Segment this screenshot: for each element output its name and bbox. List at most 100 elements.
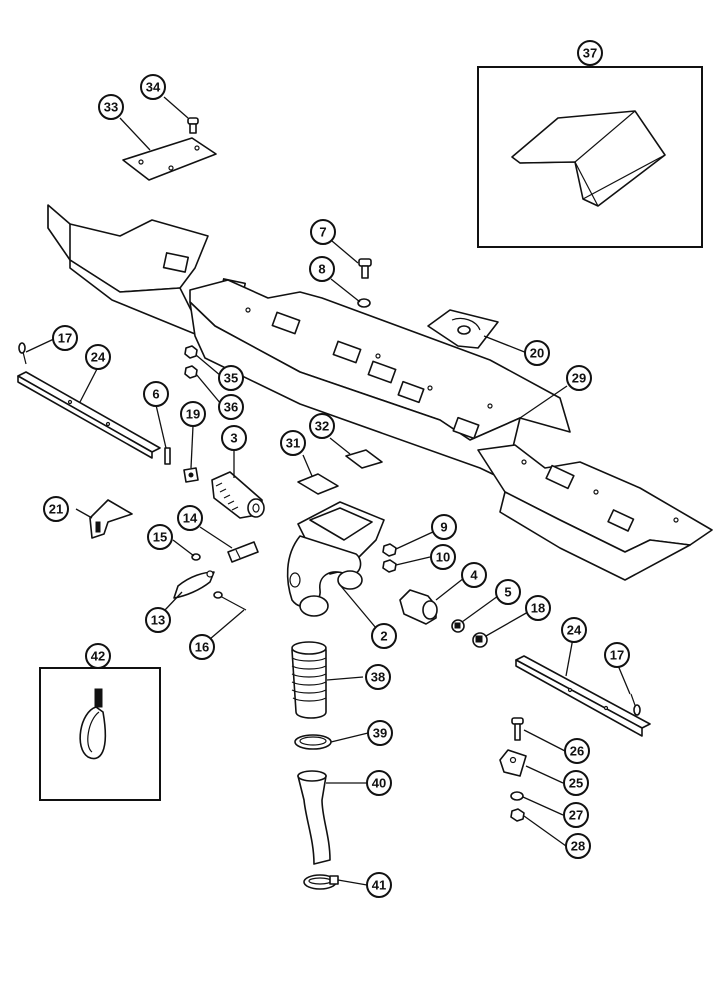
inset-42 bbox=[39, 667, 161, 801]
callout-label: 32 bbox=[315, 419, 329, 434]
nut-9-part bbox=[382, 543, 397, 557]
callout-33: 33 bbox=[98, 94, 124, 120]
callout-41: 41 bbox=[366, 872, 392, 898]
callout-label: 2 bbox=[380, 629, 387, 644]
callout-label: 28 bbox=[571, 839, 585, 854]
nut-36-part bbox=[184, 365, 198, 379]
callout-label: 26 bbox=[570, 744, 584, 759]
callout-24-right: 24 bbox=[561, 617, 587, 643]
callout-34: 34 bbox=[140, 74, 166, 100]
callout-13: 13 bbox=[145, 607, 171, 633]
callout-15: 15 bbox=[147, 524, 173, 550]
callout-label: 41 bbox=[372, 878, 386, 893]
bar-24-left-part bbox=[17, 371, 161, 459]
washer-8-part bbox=[357, 298, 371, 308]
callout-36: 36 bbox=[218, 394, 244, 420]
callout-label: 10 bbox=[436, 550, 450, 565]
bracket-21-part bbox=[89, 499, 133, 539]
latch-13-part bbox=[173, 570, 215, 599]
callout-5: 5 bbox=[495, 579, 521, 605]
callout-20: 20 bbox=[524, 340, 550, 366]
pin-17-right-part bbox=[630, 693, 641, 716]
bracket-20-part bbox=[427, 309, 499, 349]
tube-40-part bbox=[297, 770, 331, 865]
bracket-25-part bbox=[499, 749, 527, 777]
callout-35: 35 bbox=[218, 365, 244, 391]
callout-38: 38 bbox=[365, 664, 391, 690]
main-frame-part bbox=[47, 204, 713, 581]
pin-6-part bbox=[164, 447, 171, 465]
callout-label: 9 bbox=[440, 520, 447, 535]
callout-label: 36 bbox=[224, 400, 238, 415]
callout-18: 18 bbox=[525, 595, 551, 621]
callout-label: 40 bbox=[372, 776, 386, 791]
callout-label: 3 bbox=[230, 431, 237, 446]
callout-16: 16 bbox=[189, 634, 215, 660]
callout-label: 13 bbox=[151, 613, 165, 628]
callout-17-left: 17 bbox=[52, 325, 78, 351]
callout-21: 21 bbox=[43, 496, 69, 522]
callout-label: 24 bbox=[567, 623, 582, 638]
callout-label: 38 bbox=[371, 670, 385, 685]
callout-label: 29 bbox=[572, 371, 586, 386]
gearbox-2-part bbox=[286, 501, 385, 617]
callout-42: 42 bbox=[85, 643, 111, 669]
callout-7: 7 bbox=[310, 219, 336, 245]
callout-26: 26 bbox=[564, 738, 590, 764]
callout-label: 8 bbox=[318, 262, 325, 277]
nut-28-part bbox=[510, 808, 525, 822]
callout-label: 34 bbox=[146, 80, 161, 95]
leader-lines bbox=[25, 65, 631, 886]
callout-label: 14 bbox=[183, 511, 198, 526]
callout-label: 19 bbox=[186, 407, 200, 422]
pin-17-left-part bbox=[18, 342, 27, 365]
callout-27: 27 bbox=[563, 802, 589, 828]
callout-label: 31 bbox=[286, 436, 300, 451]
washer-18-part bbox=[472, 632, 488, 648]
callout-label: 7 bbox=[319, 225, 326, 240]
bolt-34-part bbox=[187, 117, 199, 134]
washer-5-part bbox=[451, 619, 465, 633]
callout-label: 18 bbox=[531, 601, 545, 616]
callout-6: 6 bbox=[143, 381, 169, 407]
bellows-38-part bbox=[291, 641, 327, 719]
callout-label: 6 bbox=[152, 387, 159, 402]
callout-label: 16 bbox=[195, 640, 209, 655]
clamp-39-part bbox=[294, 734, 332, 750]
callout-29: 29 bbox=[566, 365, 592, 391]
callout-label: 27 bbox=[569, 808, 583, 823]
callout-4: 4 bbox=[461, 562, 487, 588]
washer-19-part bbox=[183, 467, 199, 483]
callout-3: 3 bbox=[221, 425, 247, 451]
callout-25: 25 bbox=[563, 770, 589, 796]
callout-label: 20 bbox=[530, 346, 544, 361]
callout-37: 37 bbox=[577, 40, 603, 66]
callout-label: 37 bbox=[583, 46, 597, 61]
plate-31-part bbox=[297, 473, 339, 495]
callout-label: 39 bbox=[373, 726, 387, 741]
callout-label: 15 bbox=[153, 530, 167, 545]
callout-label: 17 bbox=[58, 331, 72, 346]
callout-label: 33 bbox=[104, 100, 118, 115]
callout-31: 31 bbox=[280, 430, 306, 456]
callout-39: 39 bbox=[367, 720, 393, 746]
clamp-part bbox=[79, 688, 107, 760]
cover-plate-part bbox=[511, 110, 666, 207]
pin-14-part bbox=[227, 541, 259, 563]
callout-label: 4 bbox=[470, 568, 478, 583]
callout-label: 21 bbox=[49, 502, 63, 517]
callout-label: 35 bbox=[224, 371, 238, 386]
callout-10: 10 bbox=[430, 544, 456, 570]
plate-33-part bbox=[122, 137, 217, 181]
gear-3-part bbox=[211, 471, 265, 519]
pin-16-part bbox=[213, 591, 247, 611]
bolt-7-part bbox=[358, 258, 372, 279]
callout-label: 42 bbox=[91, 649, 105, 664]
callout-2: 2 bbox=[371, 623, 397, 649]
callout-17-right: 17 bbox=[604, 642, 630, 668]
inset-37 bbox=[477, 66, 703, 248]
callout-28: 28 bbox=[565, 833, 591, 859]
callout-9: 9 bbox=[431, 514, 457, 540]
bolt-26-part bbox=[511, 717, 524, 741]
